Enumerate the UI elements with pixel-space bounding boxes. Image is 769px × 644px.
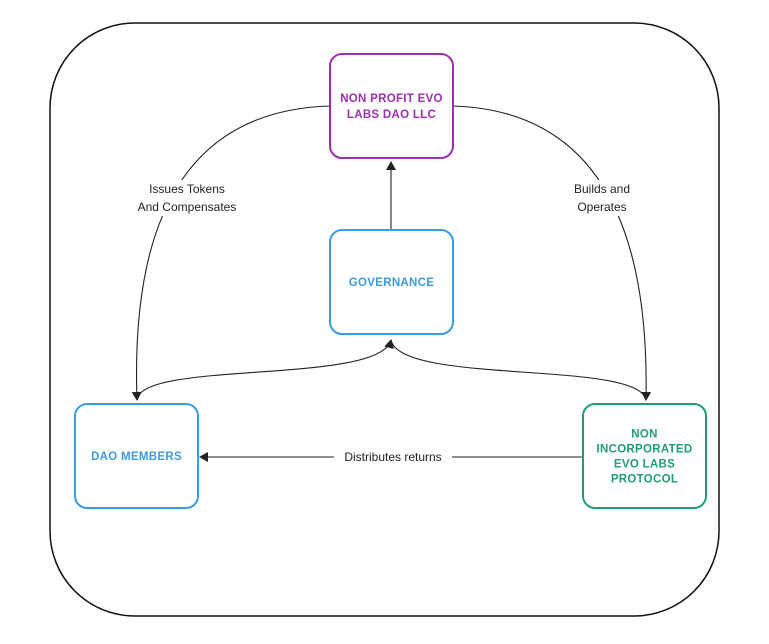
node-llc-box (329, 53, 454, 159)
edge-label-distributes (334, 449, 452, 465)
node-protocol-label-line: INCORPORATED (596, 444, 692, 456)
node-protocol-label-line: NON (631, 429, 657, 441)
node-protocol-box (582, 403, 707, 509)
edge-label-builds-line: Builds and (574, 182, 630, 196)
edge-label-issues (128, 180, 246, 216)
node-protocol-label-line: EVO LABS (614, 459, 675, 471)
edge-label-issues-line: Issues Tokens (149, 182, 225, 196)
edge-label-builds (566, 180, 638, 216)
node-llc-label-line: NON PROFIT EVO (340, 93, 443, 105)
edge-label-issues-line: And Compensates (138, 200, 237, 214)
edge-label-distributes-line: Distributes returns (344, 450, 441, 464)
edge-label-distributes-text: Distributes returns (344, 450, 441, 464)
node-protocol-label: NON INCORPORATED EVO LABS PROTOCOL (596, 429, 692, 486)
node-protocol-label-line: PROTOCOL (611, 474, 678, 486)
edge-llc-to-members (131, 105, 331, 401)
node-llc-label-line: LABS DAO LLC (347, 109, 436, 121)
node-governance-box (329, 229, 454, 335)
edge-protocol-to-governance (390, 339, 647, 401)
node-members-label: DAO MEMBERS (91, 451, 182, 463)
node-governance-label: GOVERNANCE (349, 277, 434, 289)
connectors (131, 105, 652, 462)
edge-members-to-governance (136, 339, 394, 401)
node-members-box (74, 403, 199, 509)
node-llc-label: NON PROFIT EVO LABS DAO LLC (340, 93, 443, 121)
node-governance-label-line: GOVERNANCE (349, 277, 434, 289)
outer-frame (49, 22, 720, 617)
edge-llc-to-protocol (452, 105, 652, 401)
edge-label-builds-line: Operates (577, 200, 626, 214)
node-members-label-line: DAO MEMBERS (91, 451, 182, 463)
